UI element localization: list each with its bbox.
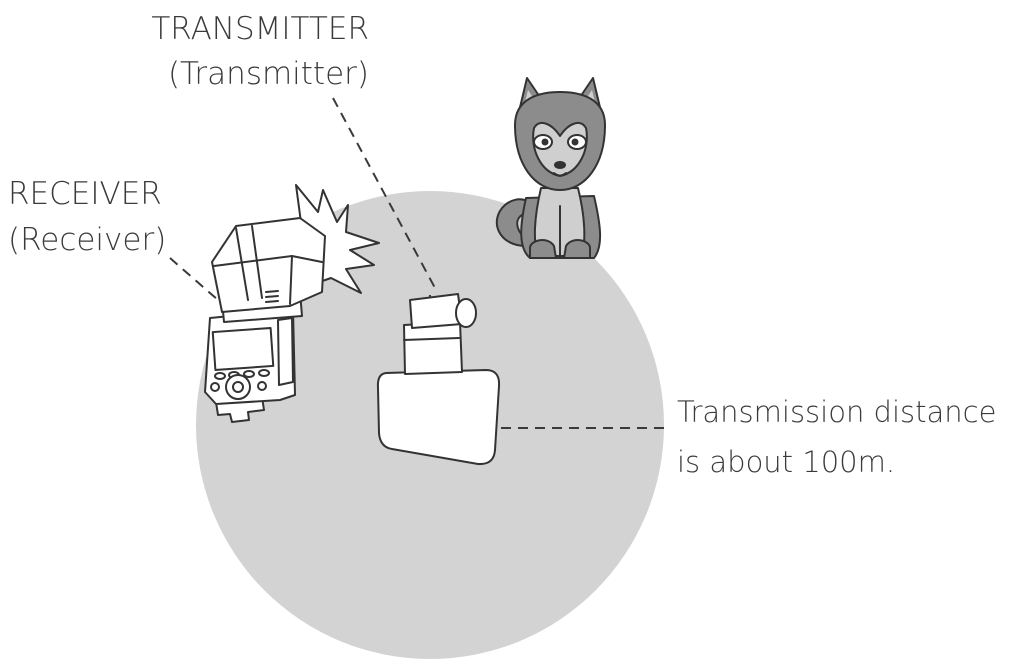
transmitter-title-label: TRANSMITTER — [151, 11, 369, 47]
receiver-leader-line — [169, 257, 219, 301]
speedlight-flash-icon — [204, 217, 326, 423]
dog-icon — [495, 77, 606, 259]
distance-label-line2: is about 100m. — [677, 445, 895, 479]
camera-with-trigger-icon — [376, 293, 501, 466]
receiver-sub-label: (Receiver) — [8, 222, 166, 258]
receiver-title-label: RECEIVER — [8, 176, 162, 212]
distance-radius-line — [429, 295, 664, 429]
transmitter-leader-line — [332, 97, 436, 289]
transmitter-sub-label: (Transmitter) — [168, 56, 369, 92]
distance-label-line1: Transmission distance — [677, 395, 996, 429]
